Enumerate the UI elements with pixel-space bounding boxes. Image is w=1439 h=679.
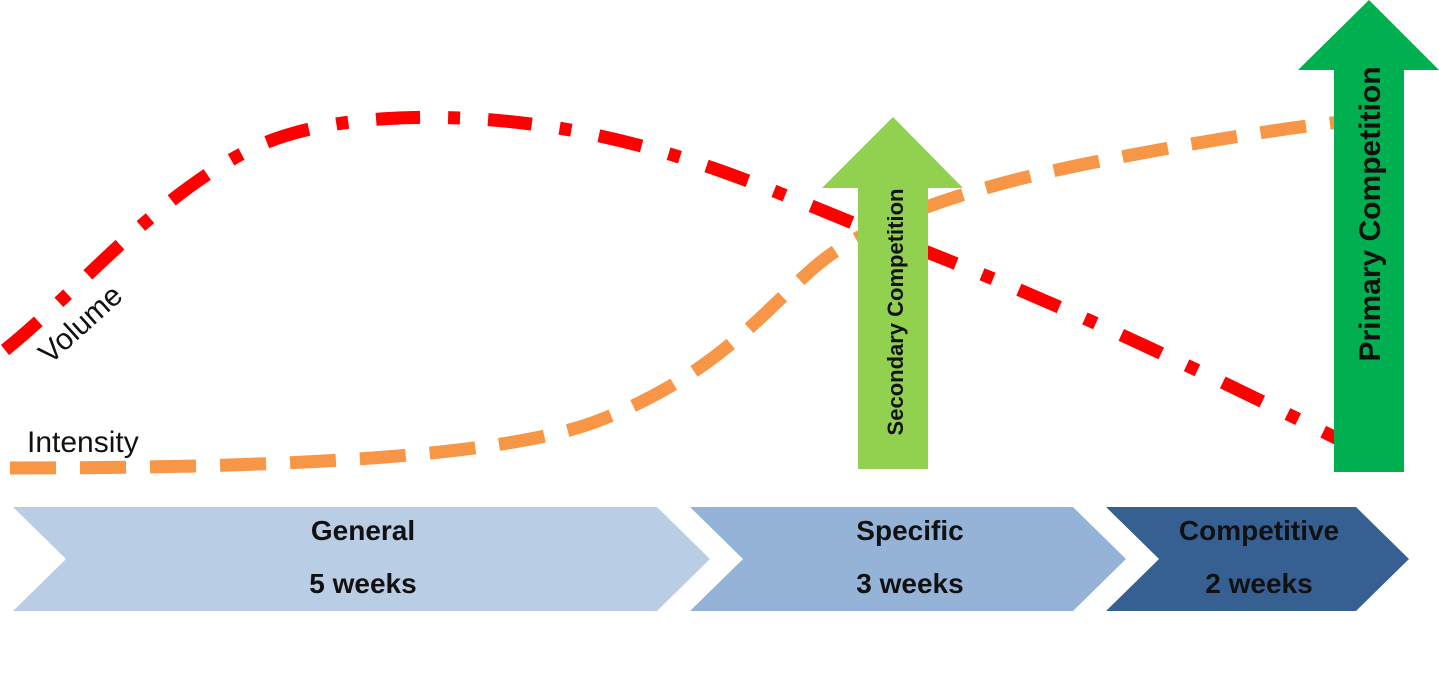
volume-curve (0, 110, 1343, 446)
phase-specific-chevron (690, 507, 1126, 611)
secondary-competition-arrow: Secondary Competition (822, 117, 963, 469)
phase-competitive-name: Competitive (1179, 515, 1339, 546)
phase-bar: General 5 weeks Specific 3 weeks Competi… (13, 507, 1409, 611)
phase-competitive-duration: 2 weeks (1205, 568, 1312, 599)
volume-label: Volume (33, 279, 129, 370)
phase-general-chevron (13, 507, 710, 611)
phase-specific-name: Specific (856, 515, 963, 546)
primary-arrow-shape (1298, 0, 1439, 472)
primary-competition-arrow: Primary Competition (1298, 0, 1439, 472)
intensity-label: Intensity (27, 426, 139, 459)
phase-competitive-chevron (1106, 507, 1409, 611)
secondary-arrow-shape (822, 117, 963, 469)
primary-competition-label: Primary Competition (1354, 66, 1387, 361)
phase-specific-duration: 3 weeks (856, 568, 963, 599)
secondary-competition-label: Secondary Competition (883, 189, 908, 436)
phase-general-duration: 5 weeks (309, 568, 416, 599)
phase-general-name: General (311, 515, 415, 546)
intensity-curve (9, 115, 1341, 475)
